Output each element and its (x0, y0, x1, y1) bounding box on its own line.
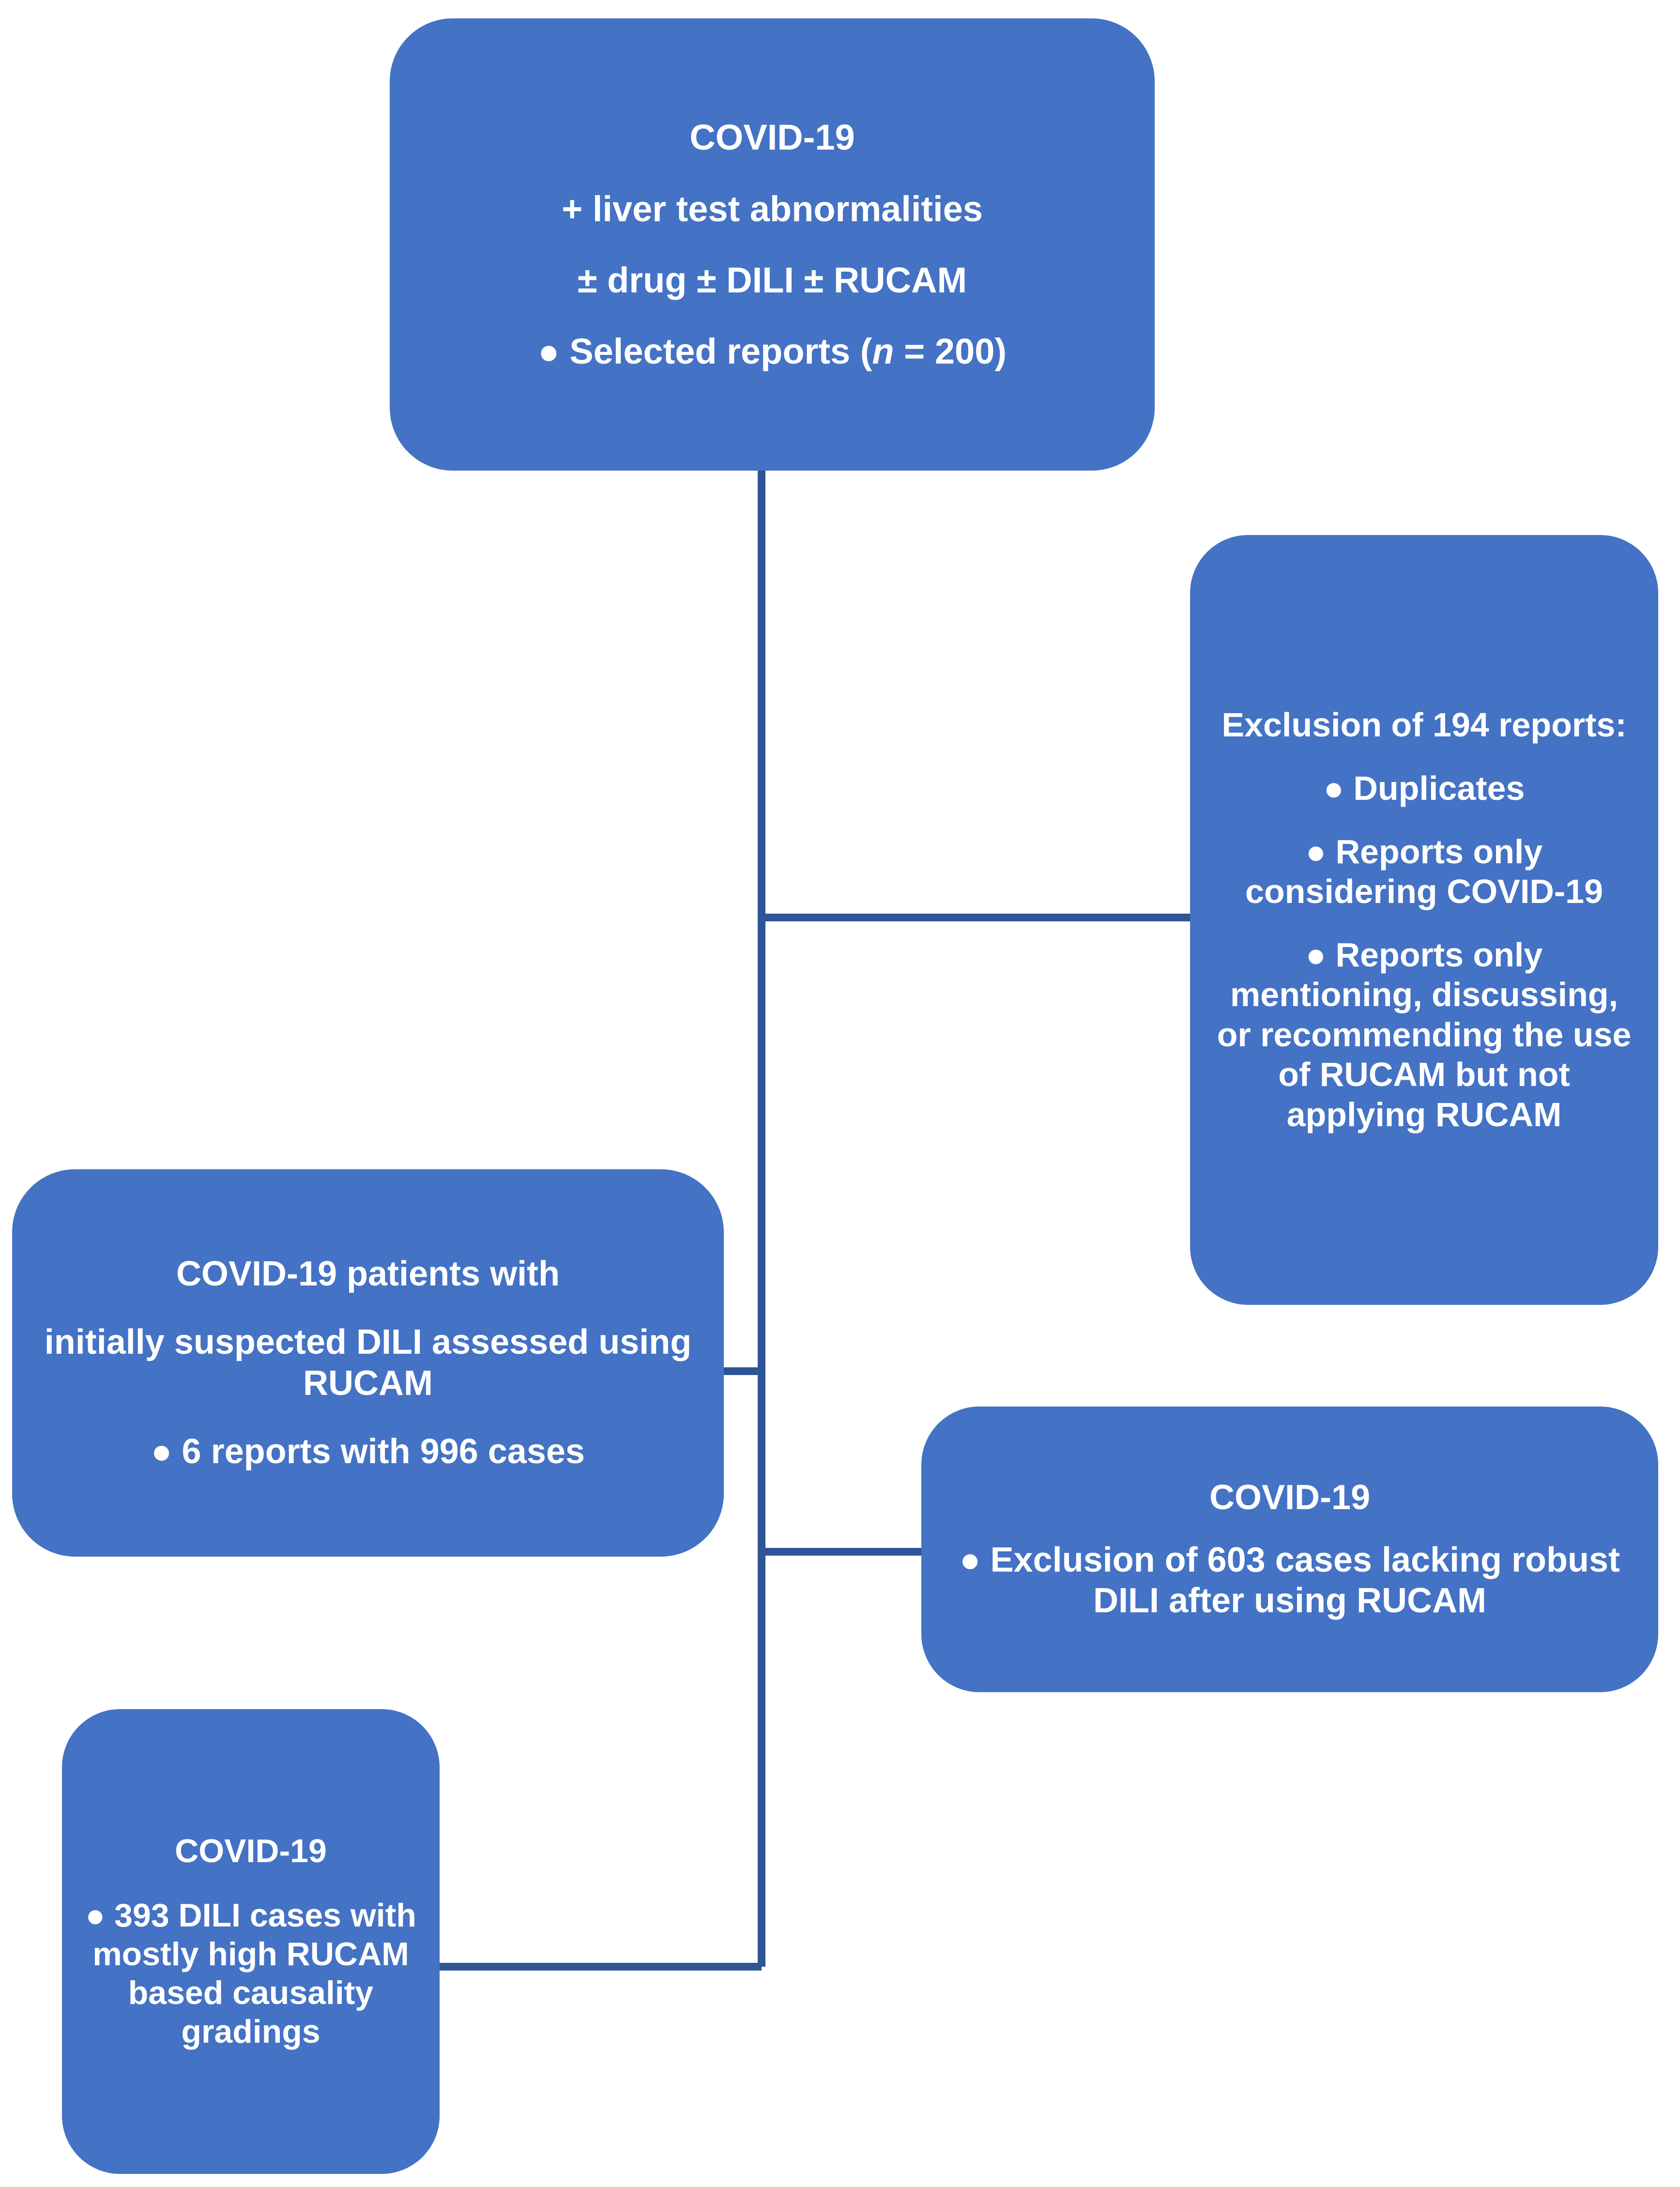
bullet-italic-n: n (872, 331, 894, 372)
node-top-bullet-selected-reports: ● Selected reports (n = 200) (424, 330, 1121, 372)
exclusion-194-heading: Exclusion of 194 reports: (1222, 706, 1627, 744)
exclusion-603-heading: COVID-19 (1209, 1478, 1371, 1517)
suspected-dili-line-2: initially suspected DILI assessed using … (44, 1323, 692, 1403)
node-suspected-dili[interactable]: COVID-19 patients with initially suspect… (12, 1169, 724, 1557)
bullet-prefix: ● Selected reports ( (537, 331, 872, 372)
suspected-dili-line-1: COVID-19 patients with (176, 1254, 560, 1294)
dili-393-bullet: ● 393 DILI cases with mostly high RUCAM … (85, 1896, 416, 2050)
dili-393-heading: COVID-19 (175, 1833, 327, 1870)
suspected-dili-bullet: ● 6 reports with 996 cases (151, 1432, 585, 1471)
bullet-suffix: = 200) (894, 331, 1007, 372)
exclusion-194-bullet-1: ● Duplicates (1323, 769, 1525, 807)
node-exclusion-194-reports[interactable]: Exclusion of 194 reports: ● Duplicates ●… (1190, 535, 1658, 1305)
node-top-line-1: COVID-19 (689, 117, 855, 158)
node-exclusion-603-cases[interactable]: COVID-19 ● Exclusion of 603 cases lackin… (921, 1407, 1658, 1692)
node-top-line-3: ± drug ± DILI ± RUCAM (577, 260, 967, 300)
node-final-393-dili-cases[interactable]: COVID-19 ● 393 DILI cases with mostly hi… (62, 1709, 440, 2174)
exclusion-194-bullet-3: ● Reports only mentioning, discussing, o… (1217, 935, 1632, 1134)
exclusion-194-bullet-2: ● Reports only considering COVID-19 (1245, 832, 1604, 911)
node-top-line-2: + liver test abnormalities (562, 188, 983, 229)
exclusion-603-bullet: ● Exclusion of 603 cases lacking robust … (960, 1540, 1620, 1621)
node-selected-reports[interactable]: COVID-19 + liver test abnormalities ± dr… (390, 18, 1155, 471)
